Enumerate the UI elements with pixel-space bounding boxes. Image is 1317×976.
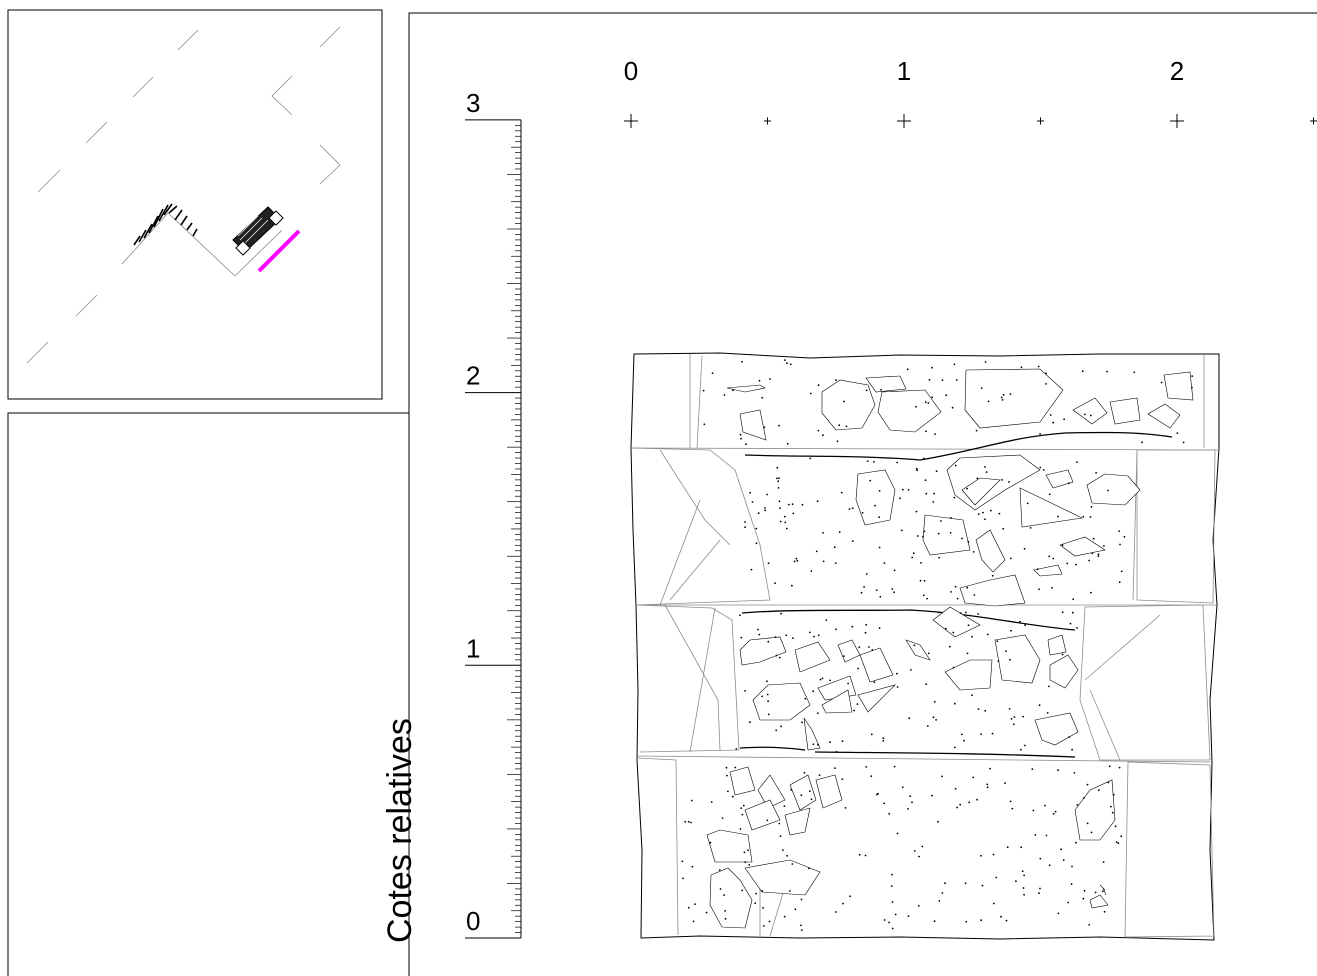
y-axis-title: Cotes relatives	[381, 718, 419, 943]
wall-segment-plan	[232, 206, 284, 256]
hatched-wall-left	[133, 203, 198, 246]
x-grid-cross	[1310, 117, 1317, 125]
x-grid-cross	[764, 117, 771, 125]
x-grid-cross	[897, 114, 911, 128]
x-tick-label: 0	[624, 56, 638, 86]
x-grid-cross	[624, 114, 638, 128]
y-tick-label: 1	[466, 633, 480, 663]
x-tick-label: 2	[1170, 56, 1184, 86]
y-minor-ticks	[507, 125, 521, 933]
section-line	[257, 229, 301, 273]
x-tick-label: 1	[897, 56, 911, 86]
y-tick-label: 0	[466, 906, 480, 936]
x-grid-cross	[1170, 114, 1184, 128]
x-grid-cross	[1037, 117, 1044, 125]
y-tick-label: 3	[466, 88, 480, 118]
wall-section-elevation	[630, 352, 1220, 941]
site-plan-inset	[26, 26, 341, 364]
axes: 0 1 2 0 1 2 3	[465, 56, 1317, 939]
y-tick-label: 2	[466, 361, 480, 391]
frames	[7, 9, 1317, 976]
rubble-fill-dots	[681, 359, 1194, 931]
